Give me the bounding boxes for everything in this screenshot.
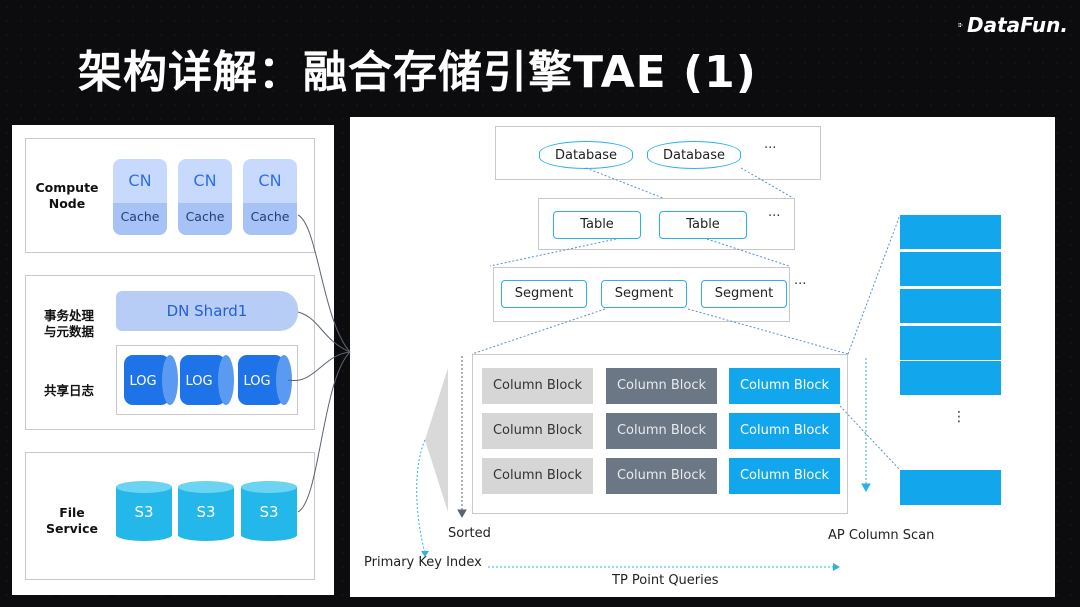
scan-column-block xyxy=(900,215,1001,249)
shared-log-box xyxy=(116,345,298,415)
cn-label: CN xyxy=(193,171,217,190)
datafun-logo-text: DataFun. xyxy=(967,13,1068,37)
table-ellipsis: ··· xyxy=(768,209,781,224)
segment-node-2: Segment xyxy=(601,280,687,308)
scan-column-block xyxy=(900,361,1001,395)
database-ellipsis: ··· xyxy=(764,141,777,156)
cn-node-2: CN Cache xyxy=(178,159,232,235)
compute-node-label: Compute Node xyxy=(35,180,99,211)
cn-label: CN xyxy=(258,171,282,190)
ap-column-scan-label: AP Column Scan xyxy=(828,528,935,543)
datafun-logo: DataFun. xyxy=(958,10,1068,40)
dn-shard: DN Shard1 xyxy=(116,291,298,331)
cache-label: Cache xyxy=(178,203,232,235)
scan-column-block xyxy=(900,326,1001,360)
scan-column-block xyxy=(900,252,1001,286)
scan-column-block xyxy=(900,289,1001,323)
segment-ellipsis: ··· xyxy=(794,277,807,292)
transaction-metadata-label: 事务处理 与元数据 xyxy=(43,308,94,339)
cache-label: Cache xyxy=(113,203,167,235)
table-node-1: Table xyxy=(553,211,641,239)
database-node-2: Database xyxy=(647,141,741,169)
cache-label: Cache xyxy=(243,203,297,235)
column-block: Column Block xyxy=(606,413,717,449)
segment-node-1: Segment xyxy=(501,280,587,308)
cn-node-1: CN Cache xyxy=(113,159,167,235)
primary-key-index-label: Primary Key Index xyxy=(364,555,482,570)
scan-ellipsis: ⋮ xyxy=(952,409,966,425)
scan-column-block xyxy=(900,470,1001,505)
tp-point-queries-label: TP Point Queries xyxy=(612,573,719,588)
column-block: Column Block xyxy=(606,368,717,404)
cn-label: CN xyxy=(128,171,152,190)
database-node-1: Database xyxy=(539,141,633,169)
column-block: Column Block xyxy=(606,458,717,494)
column-block: Column Block xyxy=(729,368,840,404)
column-block: Column Block xyxy=(482,413,593,449)
datafun-logo-icon xyxy=(958,22,963,28)
table-node-2: Table xyxy=(659,211,747,239)
sorted-label: Sorted xyxy=(448,526,491,541)
cn-node-3: CN Cache xyxy=(243,159,297,235)
file-service-label: File Service xyxy=(46,505,98,536)
column-block: Column Block xyxy=(482,368,593,404)
shared-log-label: 共享日志 xyxy=(43,383,94,398)
column-block: Column Block xyxy=(729,413,840,449)
cluster-architecture-panel: Compute Node CN Cache CN Cache CN Cache … xyxy=(12,125,334,595)
slide-title: 架构详解：融合存储引擎TAE (1) xyxy=(78,47,757,98)
column-block: Column Block xyxy=(482,458,593,494)
column-block: Column Block xyxy=(729,458,840,494)
segment-node-3: Segment xyxy=(701,280,787,308)
